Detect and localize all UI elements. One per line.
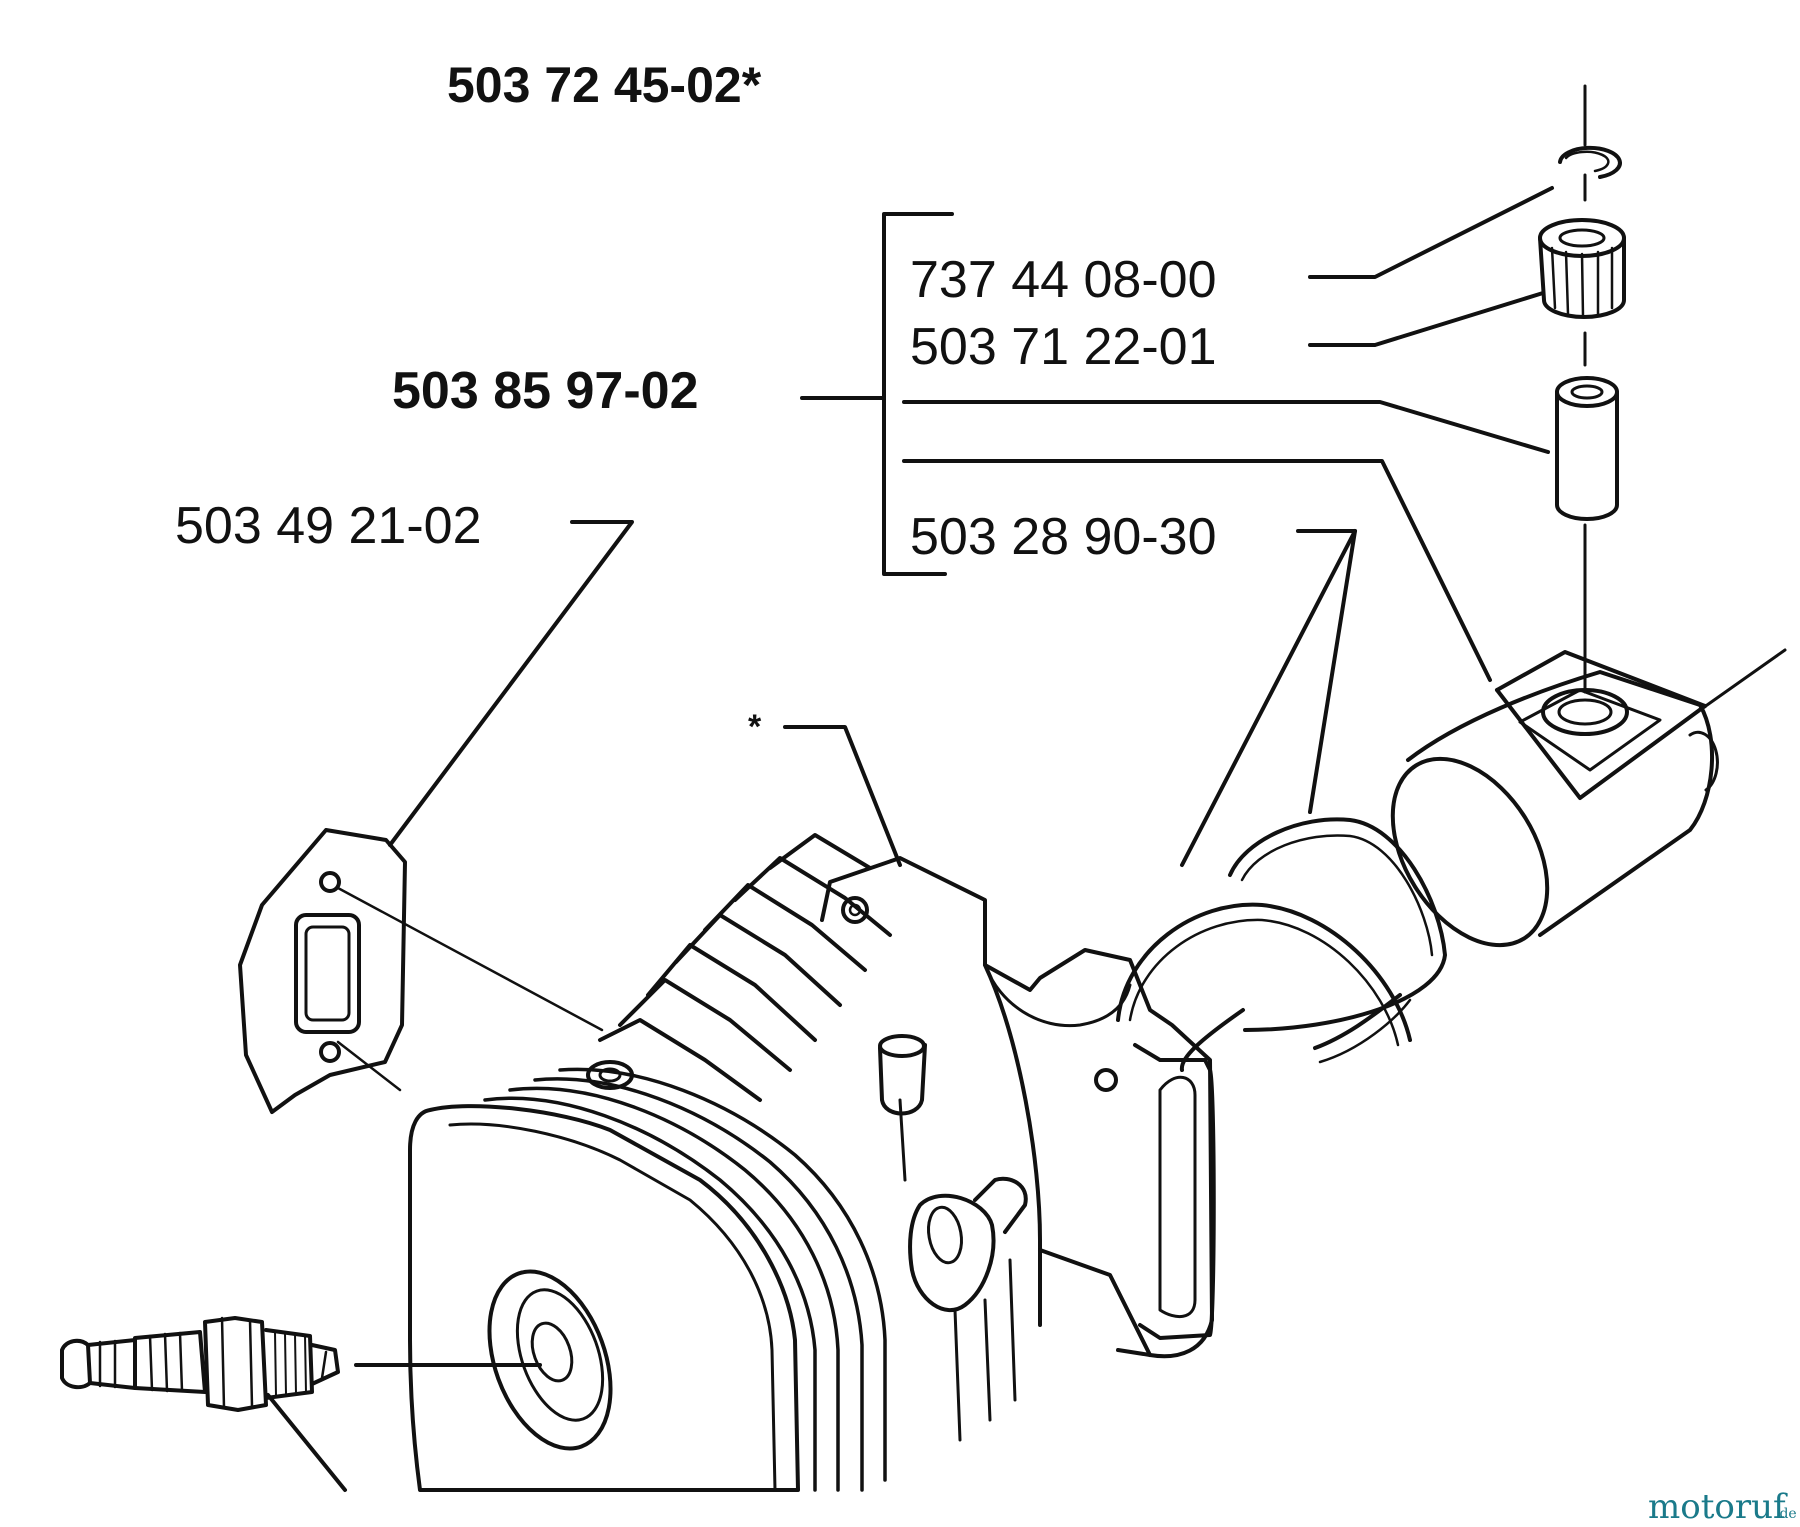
- rings-part-number: 503 28 90-30: [910, 508, 1217, 566]
- piston-part: [1390, 650, 1719, 948]
- leader-lines: [266, 186, 1554, 1492]
- spark-plug-part: [60, 1316, 340, 1412]
- watermark-logo: motoruf .de: [1648, 1487, 1797, 1527]
- circlip-part-number: 737 44 08-00: [910, 251, 1217, 309]
- piston-ring-lower: [1179, 817, 1447, 1072]
- ring1-leader: [1180, 529, 1357, 867]
- kit-bracket: [882, 212, 954, 576]
- kit-part-number: 503 85 97-02: [392, 362, 699, 420]
- circlip-leader: [1308, 186, 1554, 279]
- sparkplug-leader-low: [266, 1393, 347, 1492]
- gasket-leader: [388, 520, 634, 847]
- gasket-part: [238, 828, 407, 1114]
- ring2-leader: [1308, 529, 1357, 814]
- watermark-name: motoruf: [1648, 1487, 1788, 1527]
- bearing-part-number: 503 71 22-01: [910, 318, 1217, 376]
- cylinder-part: [408, 833, 1216, 1492]
- bearing-leader: [1308, 291, 1545, 347]
- cylinder-leader: [783, 725, 902, 867]
- needle-bearing-part: [1538, 218, 1626, 319]
- pin-leader: [902, 400, 1550, 454]
- piston-leader: [902, 459, 1492, 682]
- gasket-part-number: 503 49 21-02: [175, 497, 482, 555]
- piston-pin-part: [1555, 376, 1619, 521]
- piston-ring-upper: [1116, 902, 1412, 1064]
- cylinder-marker: *: [748, 708, 762, 746]
- watermark-suffix: .de: [1775, 1506, 1797, 1522]
- title-part-number: 503 72 45-02*: [447, 57, 762, 113]
- circlip-part: [1558, 145, 1622, 179]
